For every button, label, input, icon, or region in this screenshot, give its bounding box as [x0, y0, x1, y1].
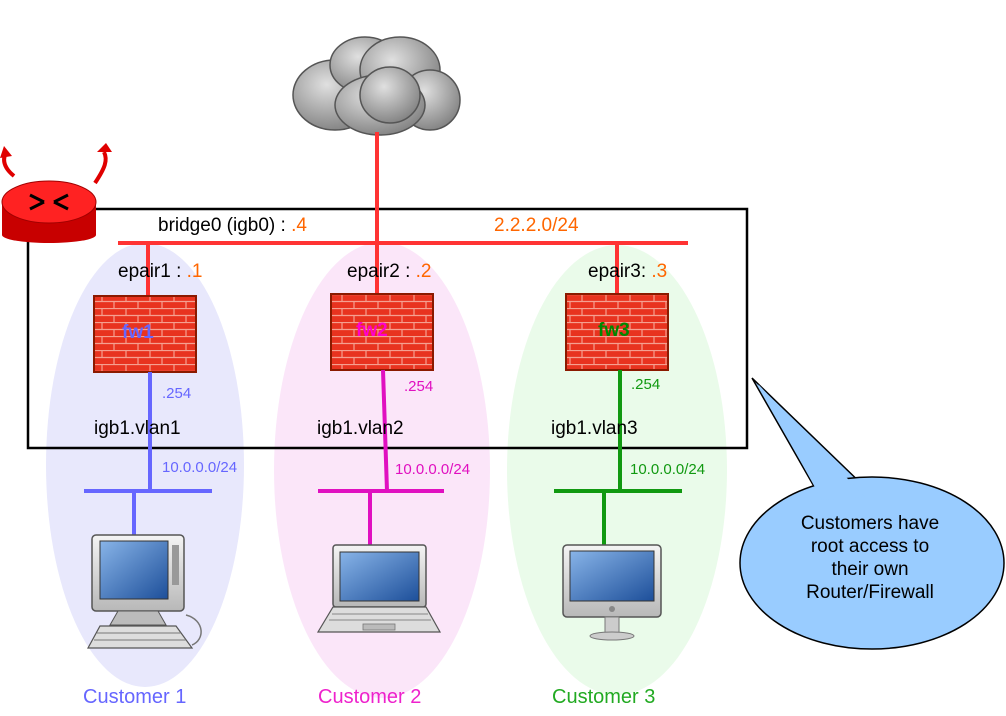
firewall-2 — [330, 293, 434, 371]
callout-bubble — [739, 377, 1005, 650]
vlan3-gateway: .254 — [631, 376, 661, 393]
epair2-label: epair2 : .2 — [347, 261, 432, 282]
vlan1-subnet: 10.0.0.0/24 — [162, 459, 238, 476]
callout-line: root access to — [810, 536, 930, 557]
fw1-name: fw1 — [122, 322, 154, 343]
customer1-label: Customer 1 — [83, 686, 187, 708]
laptop-icon — [316, 544, 442, 633]
vlan3-links — [554, 370, 682, 545]
vlan2-iface: igb1.vlan2 — [317, 418, 404, 439]
callout-line: Router/Firewall — [806, 582, 934, 603]
vlan3-subnet: 10.0.0.0/24 — [630, 461, 706, 478]
cloud-icon — [292, 36, 461, 136]
fw2-name: fw2 — [356, 320, 388, 341]
vlan1-gateway: .254 — [162, 385, 192, 402]
vlan1-links — [84, 372, 212, 535]
vlan2-gateway: .254 — [404, 378, 434, 395]
vlan1-iface: igb1.vlan1 — [94, 418, 181, 439]
customer2-zone — [274, 242, 490, 698]
epair1-label: epair1 : .1 — [118, 261, 203, 282]
vlan3-iface: igb1.vlan3 — [551, 418, 638, 439]
callout-line: their own — [831, 559, 909, 580]
customer3-zone — [507, 245, 727, 695]
epair3-label: epair3: .3 — [588, 261, 668, 282]
customer3-label: Customer 3 — [552, 686, 656, 708]
wan-network-label: 2.2.2.0/24 — [494, 215, 579, 236]
imac-icon — [562, 544, 662, 641]
callout-text: Customers have root access to their own … — [770, 512, 970, 604]
bridge-ip: .4 — [291, 215, 307, 236]
vlan2-subnet: 10.0.0.0/24 — [395, 461, 471, 478]
bridge-label: bridge0 (igb0) : .4 — [158, 215, 307, 236]
wan-links — [118, 132, 688, 296]
desktop-computer-icon — [86, 534, 202, 649]
fw3-name: fw3 — [598, 320, 630, 341]
firewall-1 — [93, 295, 197, 373]
firewall-3 — [565, 293, 669, 371]
router-icon — [0, 143, 112, 243]
customer2-label: Customer 2 — [318, 686, 422, 708]
callout-line: Customers have — [800, 513, 940, 534]
vlan2-links — [318, 369, 444, 545]
